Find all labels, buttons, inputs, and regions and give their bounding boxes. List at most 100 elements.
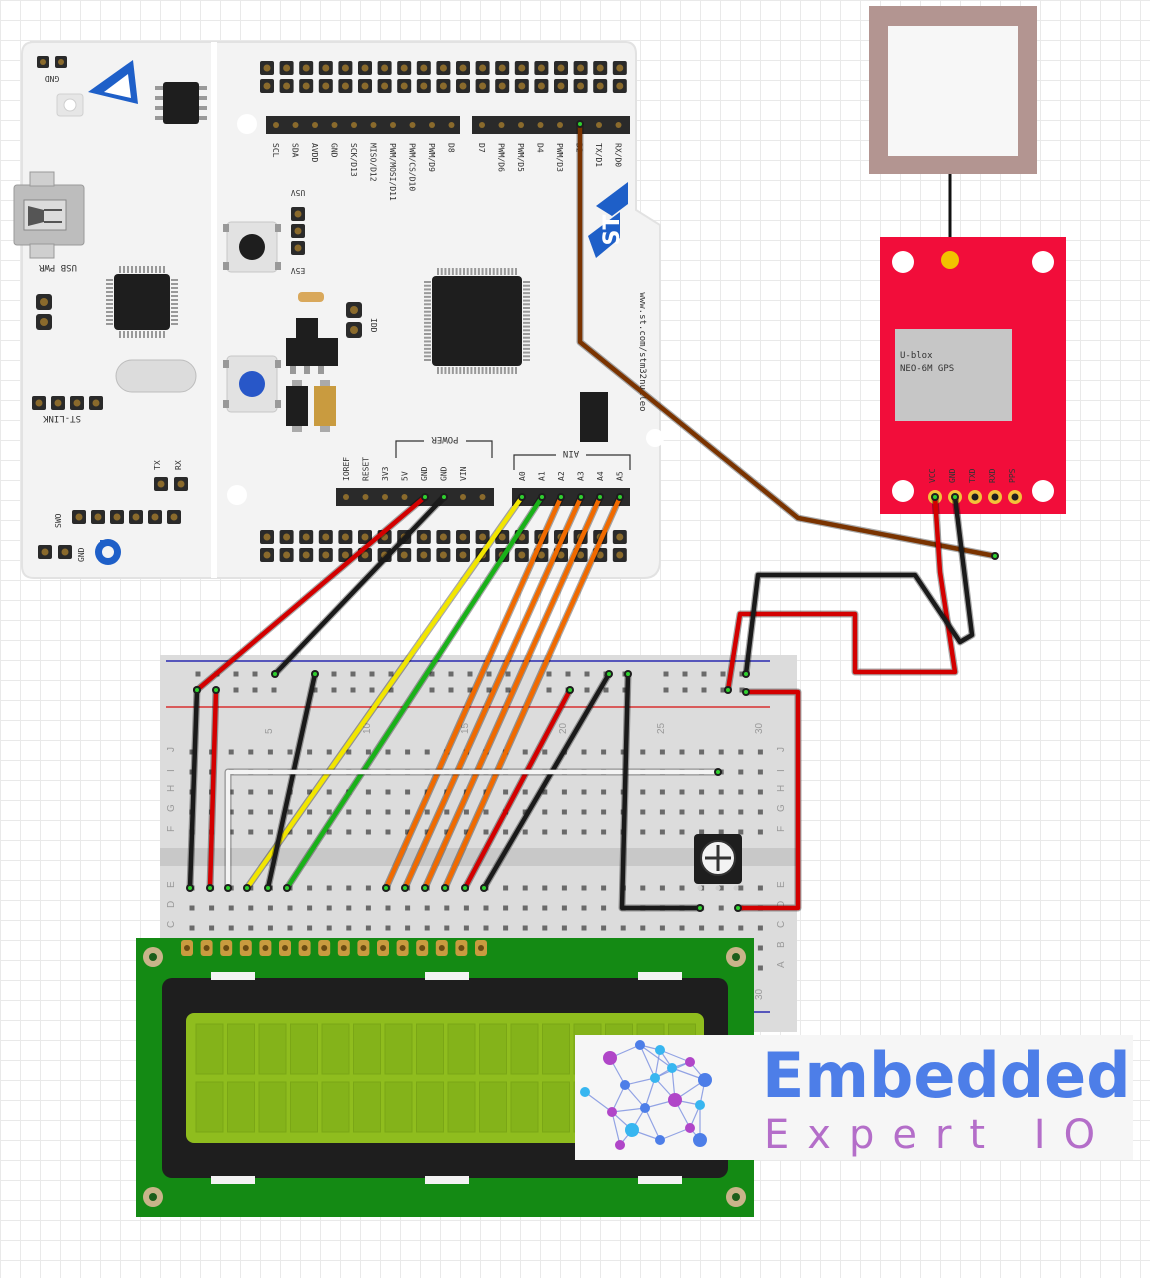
chip-pin xyxy=(459,367,462,374)
chip-stm32-mcu xyxy=(424,268,530,374)
chip-pin xyxy=(523,299,530,302)
header-pin xyxy=(370,122,377,128)
breadboard-hole xyxy=(679,885,685,891)
breadboard-hole xyxy=(365,905,371,911)
rail-hole xyxy=(388,671,394,677)
embedded-expert-logo: Embedded Expert IO xyxy=(575,1035,1133,1160)
rail-hole xyxy=(739,687,745,693)
breadboard-hole xyxy=(581,809,587,815)
breadboard-hole xyxy=(601,749,607,755)
network-link xyxy=(639,1044,673,1069)
wire-lcd-k-end-dot xyxy=(482,886,486,890)
header-pin xyxy=(401,494,408,500)
breadboard-hole xyxy=(699,829,705,835)
chip-pin xyxy=(523,325,530,328)
wire-lcd-vss-end-dot xyxy=(195,688,199,692)
breadboard-hole xyxy=(561,829,567,835)
chip-pin xyxy=(424,359,431,361)
chip-pin xyxy=(106,303,113,305)
lcd-pin-hole xyxy=(262,945,269,951)
chip-pin xyxy=(523,288,530,291)
morpho-pin-pad xyxy=(341,551,349,559)
breadboard-hole xyxy=(620,925,626,931)
chip-pin xyxy=(151,266,153,273)
rail-hole xyxy=(233,671,239,677)
chip-pin xyxy=(424,299,431,302)
rail-hole xyxy=(720,687,726,693)
chip-pin xyxy=(424,321,431,324)
lcd-char-cell xyxy=(479,1023,507,1075)
morpho-pin-pad xyxy=(537,551,545,559)
breadboard-hole xyxy=(307,885,313,891)
network-link xyxy=(624,1077,656,1086)
wire-a0-end-dot xyxy=(245,886,249,890)
wire-gps-tx xyxy=(577,121,998,559)
lcd-char-cell xyxy=(227,1023,255,1075)
wire-contrast xyxy=(225,769,721,891)
header-label: PWM/D6 xyxy=(497,143,506,172)
wire-lcd-k xyxy=(481,671,612,891)
breadboard-hole xyxy=(267,925,273,931)
chip-pin xyxy=(106,295,113,297)
breadboard-hole xyxy=(757,809,763,815)
rail-hole xyxy=(467,671,473,677)
chip-pin xyxy=(523,310,530,313)
st-logo: ST xyxy=(588,182,628,258)
jumper-pin-pad xyxy=(294,227,302,235)
breadboard-hole xyxy=(738,789,744,795)
chip-pin xyxy=(171,287,178,289)
chip-pin xyxy=(424,325,431,328)
header-pin xyxy=(312,122,318,128)
header-pin xyxy=(292,122,299,128)
breadboard-hole xyxy=(248,749,254,755)
breadboard-hole xyxy=(463,905,469,911)
morpho-pin-pad xyxy=(479,64,487,72)
rail-hole xyxy=(546,671,552,677)
rail-hole xyxy=(252,671,258,677)
wire-a3-end-dot xyxy=(403,886,407,890)
breadboard-hole xyxy=(659,829,665,835)
gps-pin-hole xyxy=(991,493,999,501)
rail-hole xyxy=(312,687,318,693)
lcd-char-cell xyxy=(195,1023,224,1075)
network-node xyxy=(635,1040,645,1050)
network-link xyxy=(611,1107,646,1113)
wire-a5 xyxy=(442,494,623,891)
morpho-pin-pad xyxy=(479,82,487,90)
rail-hole xyxy=(505,671,511,677)
breadboard-hole xyxy=(326,809,332,815)
lcd-char-cell xyxy=(542,1023,570,1075)
rail-hole xyxy=(701,687,707,693)
breadboard-hole xyxy=(189,749,195,755)
chip-pin xyxy=(496,268,499,275)
breadboard-hole xyxy=(757,789,763,795)
row-letter: G xyxy=(776,804,787,812)
breadboard-hole xyxy=(248,925,254,931)
lcd-char-cell xyxy=(227,1081,255,1133)
morpho-pin-pad xyxy=(341,64,349,72)
header-pin xyxy=(498,122,505,128)
gps-pin-label: VCC xyxy=(928,468,937,483)
lcd-pin-hole xyxy=(419,945,426,951)
breadboard-hole xyxy=(542,829,548,835)
lcd-pin-hole xyxy=(223,945,230,951)
chip-pin xyxy=(106,299,113,301)
rail-hole xyxy=(350,671,356,677)
breadboard-hole xyxy=(248,905,254,911)
st-link-label: ST-LINK xyxy=(42,413,81,423)
breadboard-hole xyxy=(601,905,607,911)
breadboard-hole xyxy=(209,749,215,755)
lcd-16x2 xyxy=(136,938,754,1217)
chip-pin xyxy=(131,331,133,338)
breadboard-hole xyxy=(267,829,273,835)
potentiometer xyxy=(694,834,742,891)
morpho-pin-pad xyxy=(283,64,291,72)
breadboard-hole xyxy=(659,789,665,795)
voltage-regulator xyxy=(286,318,338,374)
breadboard-hole xyxy=(640,829,646,835)
rail-hole xyxy=(486,671,492,677)
morpho-pin-pad xyxy=(263,551,271,559)
breadboard-hole xyxy=(463,809,469,815)
lcd-pin-hole xyxy=(438,945,445,951)
row-letter: F xyxy=(166,826,177,832)
